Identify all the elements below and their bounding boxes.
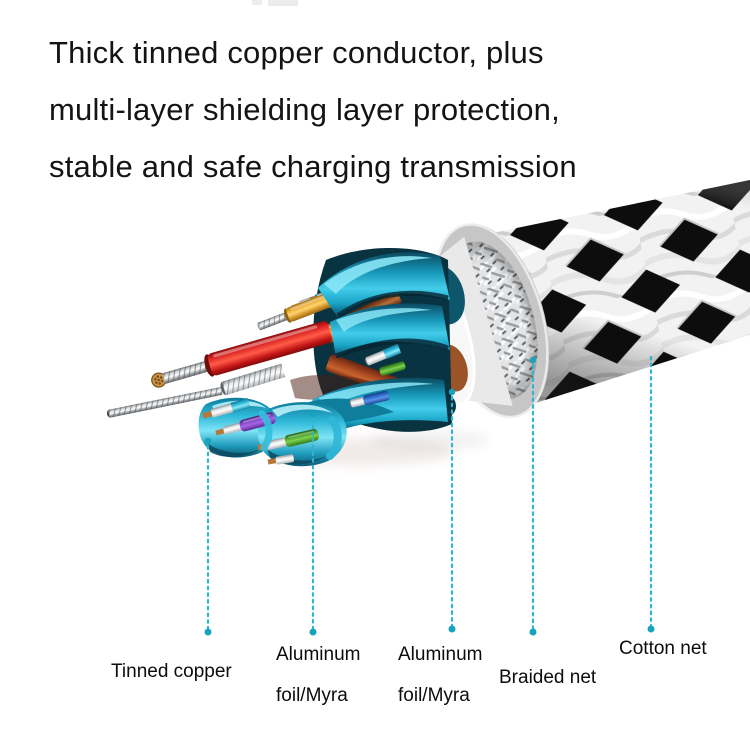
cropped-watermark-artifact — [268, 0, 298, 6]
cut-face — [407, 223, 550, 419]
label-line: Aluminum — [276, 644, 361, 665]
label-line: Aluminum — [398, 644, 483, 665]
label-braided-net: Braided net — [499, 667, 597, 688]
foil-tube-top — [318, 252, 450, 319]
copper-tip — [267, 458, 278, 465]
headline-line-1: Thick tinned copper conductor, plus — [49, 35, 544, 70]
wire-capped-small — [364, 343, 402, 366]
label-cotton-net: Cotton net — [619, 638, 707, 659]
leader-dots — [204, 356, 655, 636]
label-line: foil/Myra — [398, 685, 470, 706]
stranded-conductor-thick — [220, 363, 286, 396]
label-line: foil/Myra — [276, 685, 348, 706]
wire-capped-small — [267, 454, 295, 465]
headline: Thick tinned copper conductor, plus mult… — [49, 24, 577, 195]
wire-blue — [349, 390, 390, 408]
copper-tip — [202, 410, 214, 419]
copper-tip — [215, 428, 226, 436]
bare-twisted-conductor — [106, 386, 223, 418]
label-aluminum-foil-2: Aluminum foil/Myra — [398, 634, 482, 716]
wire-red — [151, 321, 332, 388]
foil-lip — [258, 410, 273, 452]
wire-capped-small — [202, 397, 251, 419]
label-tinned-copper: Tinned copper — [111, 661, 232, 682]
wire-green-peek — [379, 361, 406, 376]
headline-line-3: stable and safe charging transmission — [49, 149, 577, 184]
headline-line-2: multi-layer shielding layer protection, — [49, 92, 560, 127]
foil-lip — [326, 416, 342, 460]
reflection-shadow — [370, 430, 490, 450]
cropped-watermark-artifact — [252, 0, 262, 5]
label-aluminum-foil-1: Aluminum foil/Myra — [276, 634, 360, 716]
leader-lines — [206, 355, 653, 630]
foil-tube-middle — [330, 303, 450, 359]
